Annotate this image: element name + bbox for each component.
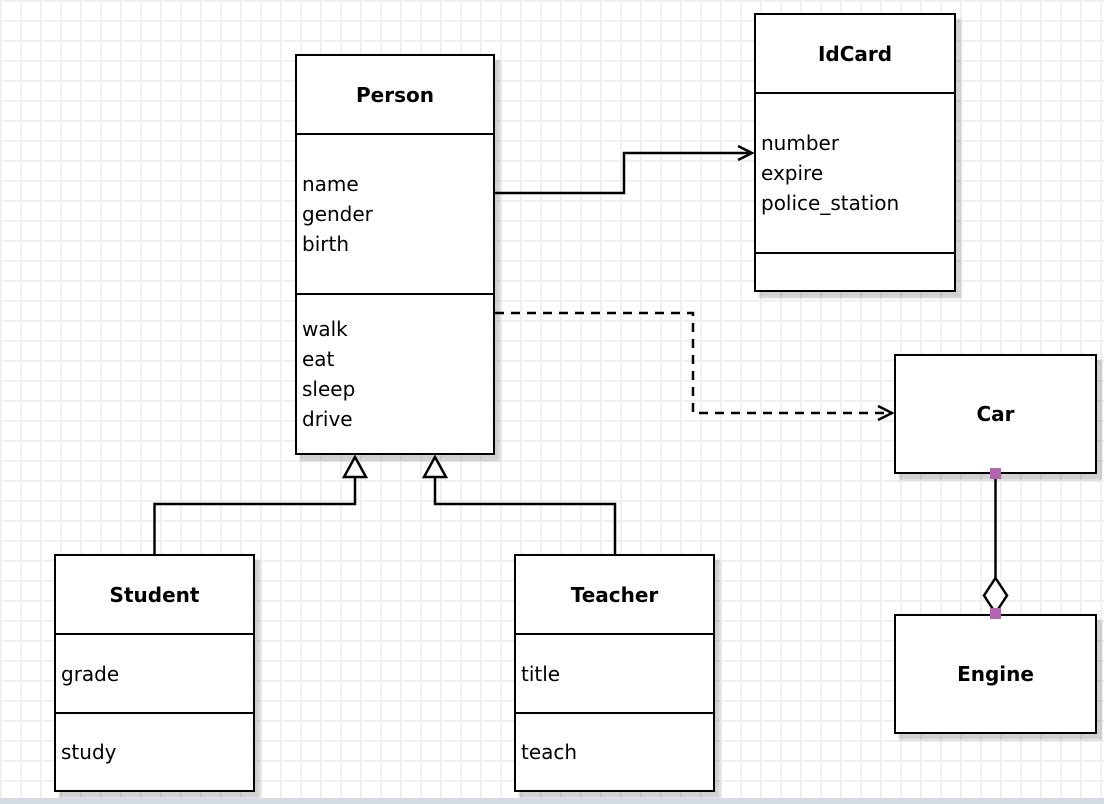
- class-student[interactable]: Student grade study: [54, 554, 255, 792]
- class-car-title: Car: [976, 402, 1015, 426]
- edge-person-idcard-association[interactable]: [495, 144, 755, 195]
- class-engine[interactable]: Engine: [894, 614, 1097, 734]
- method: walk: [302, 317, 348, 341]
- attribute: title: [521, 661, 561, 686]
- class-engine-title: Engine: [957, 662, 1034, 686]
- class-teacher-methods: teach: [516, 712, 713, 790]
- attribute: grade: [61, 661, 120, 686]
- class-idcard-attributes: number expire police_station: [756, 92, 954, 252]
- attribute: number: [761, 131, 840, 155]
- method: teach: [521, 740, 578, 764]
- attribute: birth: [302, 232, 349, 256]
- open-arrowhead-icon: [737, 144, 755, 162]
- class-teacher[interactable]: Teacher title teach: [514, 554, 715, 792]
- class-idcard-title: IdCard: [817, 41, 893, 66]
- class-person[interactable]: Person name gender birth walk eat sleep …: [295, 54, 495, 455]
- class-teacher-attributes: title: [516, 633, 713, 712]
- endpoint-handle[interactable]: [990, 468, 1001, 479]
- attribute: police_station: [761, 191, 900, 215]
- hollow-triangle-icon: [421, 454, 449, 479]
- canvas-bottom-edge: [0, 798, 1104, 804]
- method: drive: [302, 407, 353, 431]
- endpoint-handle[interactable]: [990, 608, 1001, 619]
- edge-car-engine-aggregation[interactable]: [982, 468, 1009, 619]
- class-student-attributes: grade: [56, 633, 253, 712]
- class-idcard[interactable]: IdCard number expire police_station: [754, 13, 956, 292]
- class-person-attributes: name gender birth: [297, 133, 493, 293]
- edge-student-person-generalization[interactable]: [153, 454, 369, 554]
- method: study: [61, 740, 117, 764]
- edge-person-car-dependency[interactable]: [495, 311, 895, 422]
- hollow-diamond-icon: [982, 575, 1009, 616]
- edge-line[interactable]: [495, 151, 750, 195]
- class-idcard-methods: [756, 252, 954, 290]
- class-teacher-title: Teacher: [570, 582, 659, 607]
- attribute: expire: [761, 161, 824, 185]
- edge-line[interactable]: [433, 477, 617, 554]
- method: sleep: [302, 377, 356, 401]
- edge-teacher-person-generalization[interactable]: [421, 454, 617, 554]
- attribute: gender: [302, 202, 373, 226]
- attribute: name: [302, 172, 359, 196]
- edge-line[interactable]: [153, 477, 357, 554]
- edge-line[interactable]: [495, 311, 888, 415]
- class-car[interactable]: Car: [894, 354, 1097, 474]
- open-arrowhead-icon: [877, 404, 895, 422]
- class-person-methods: walk eat sleep drive: [297, 293, 493, 453]
- hollow-triangle-icon: [341, 454, 369, 479]
- class-person-title: Person: [356, 82, 434, 107]
- method: eat: [302, 347, 335, 371]
- class-student-title: Student: [109, 582, 200, 607]
- class-student-methods: study: [56, 712, 253, 790]
